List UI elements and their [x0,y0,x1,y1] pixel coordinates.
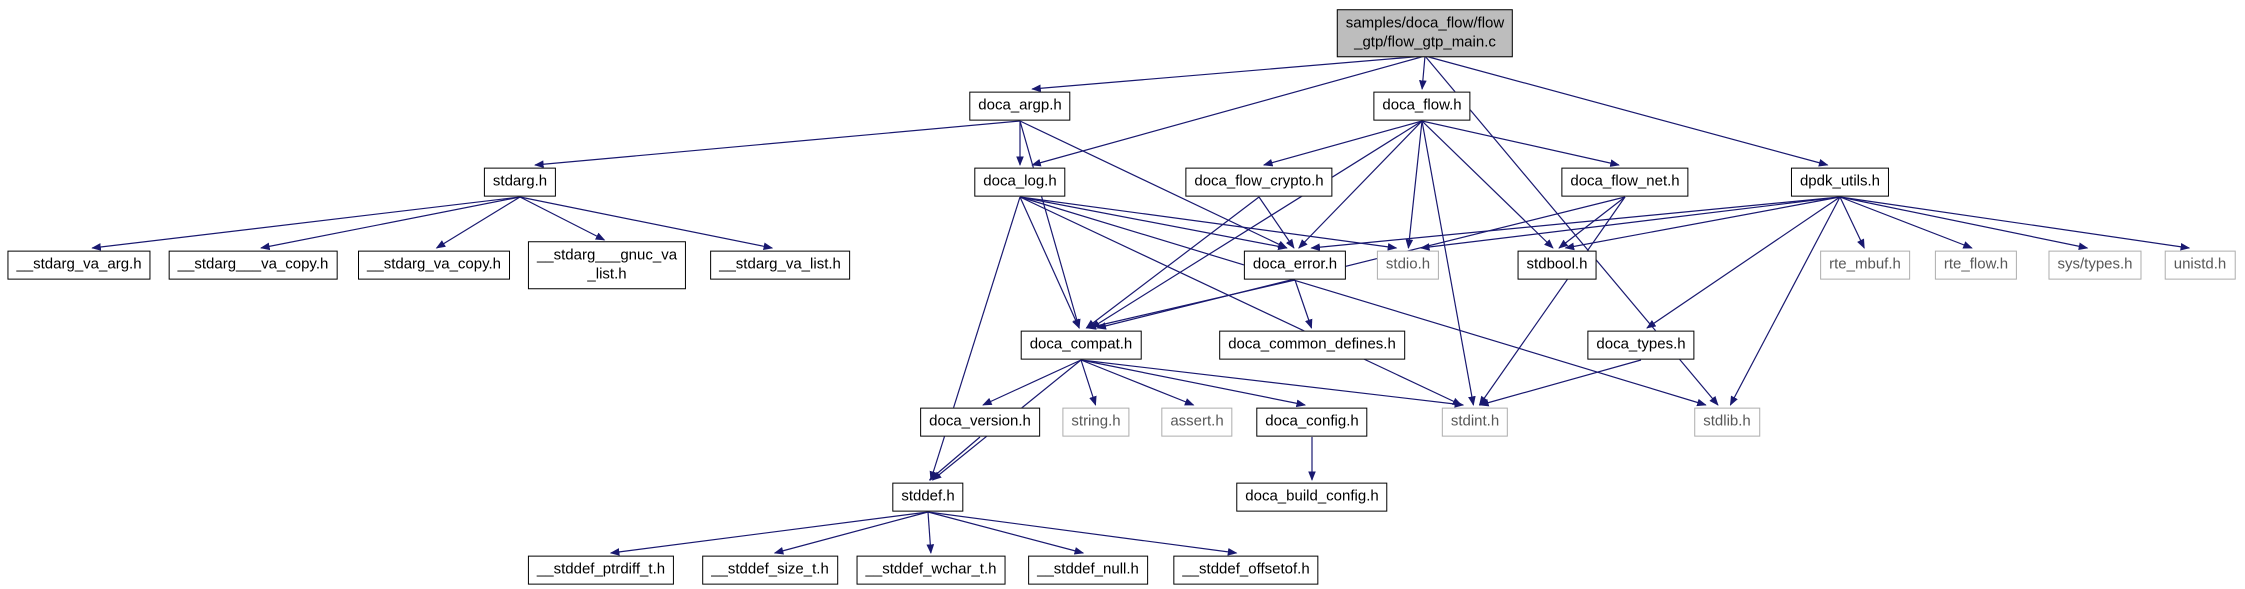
include-edge-doca_flow_crypto-to-doca_compat [1085,196,1260,329]
include-edge-doca_compat-to-assert [1080,359,1195,406]
include-edge-doca_error-to-doca_compat [1086,279,1296,330]
include-edge-doca_flow_net-to-stdint [1478,196,1626,406]
include-edge-doca_flow-to-stdio [1405,120,1423,249]
graph-node-doca-common-defines[interactable]: doca_common_defines.h [1219,330,1405,360]
include-edge-doca_argp-to-stdarg [534,120,1021,169]
include-edge-doca_compat-to-stdint [1080,359,1465,408]
include-edge-doca_log-to-stdio [1019,196,1398,251]
graph-node-rte-flow: rte_flow.h [1934,250,2018,280]
graph-node-stdarg[interactable]: stdarg.h [483,167,557,197]
graph-node-stddef-size[interactable]: __stddef_size_t.h [702,555,838,585]
graph-node-va-arg[interactable]: __stdarg_va_arg.h [7,250,151,280]
graph-node-doca-argp[interactable]: doca_argp.h [969,91,1071,121]
graph-node-va-list[interactable]: __stdarg_va_list.h [710,250,850,280]
include-edge-stdarg-to-va_copy_u [260,196,521,251]
include-edge-dpdk_utils-to-sys_types [1839,196,2089,251]
graph-node-doca-flow-net[interactable]: doca_flow_net.h [1561,167,1689,197]
graph-node-dpdk-utils[interactable]: dpdk_utils.h [1790,167,1890,197]
graph-node-unistd: unistd.h [2164,250,2236,280]
include-edge-dpdk_utils-to-stdlib [1729,196,1841,406]
include-edge-doca_flow-to-doca_error [1298,120,1423,249]
include-edge-dpdk_utils-to-unistd [1839,196,2191,251]
include-edge-main-to-doca_log [1031,55,1426,167]
include-edge-main-to-doca_flow [1419,55,1427,90]
include-edge-dpdk_utils-to-stdio [1420,196,1841,251]
include-edge-doca_log-to-stdlib [1019,196,1707,407]
include-edge-doca_flow_crypto-to-doca_error [1258,196,1295,249]
graph-node-doca-build-config[interactable]: doca_build_config.h [1236,482,1388,512]
graph-node-va-copy[interactable]: __stdarg_va_copy.h [358,250,510,280]
include-edge-doca_log-to-stdint [1019,196,1463,406]
include-edge-doca_log-to-stddef [929,196,1021,481]
include-edge-dpdk_utils-to-stdbool [1564,196,1841,251]
include-edge-doca_flow-to-doca_flow_crypto [1262,120,1423,167]
graph-node-stdint: stdint.h [1441,407,1509,437]
graph-node-stddef-ptrdiff[interactable]: __stddef_ptrdiff_t.h [527,555,675,585]
graph-node-doca-error[interactable]: doca_error.h [1243,250,1347,280]
graph-node-doca-version[interactable]: doca_version.h [920,407,1040,437]
graph-node-stdbool[interactable]: stdbool.h [1517,250,1597,280]
include-edge-doca_error-to-doca_common_defines [1294,279,1313,329]
graph-node-stddef-null[interactable]: __stddef_null.h [1028,555,1148,585]
graph-node-gnuc-va-list[interactable]: __stdarg___gnuc_va _list.h [527,241,687,289]
graph-node-doca-flow[interactable]: doca_flow.h [1373,91,1471,121]
graph-node-stdlib: stdlib.h [1694,407,1760,437]
graph-node-stddef[interactable]: stddef.h [892,482,964,512]
include-edge-stddef-to-stddef_null [927,511,1085,555]
include-edge-stddef-to-stddef_size [773,511,929,555]
include-edge-doca_log-to-doca_compat [1019,196,1080,329]
graph-node-sys-types: sys/types.h [2048,250,2142,280]
include-edge-main-to-dpdk_utils [1424,55,1829,167]
include-edge-doca_compat-to-doca_config [1080,359,1307,408]
graph-node-string: string.h [1062,407,1130,437]
include-edge-doca_log-to-doca_error [1019,196,1288,251]
graph-node-stddef-offsetof[interactable]: __stddef_offsetof.h [1173,555,1319,585]
include-edge-doca_flow-to-doca_flow_net [1421,120,1620,167]
graph-node-main: samples/doca_flow/flow _gtp/flow_gtp_mai… [1336,9,1514,57]
graph-node-doca-config[interactable]: doca_config.h [1256,407,1368,437]
include-edge-doca_types-to-stdint [1479,359,1642,407]
include-edge-doca_flow-to-doca_compat [1090,120,1423,329]
include-edge-doca_flow_net-to-doca_compat [1096,196,1626,330]
graph-node-va-copy-u[interactable]: __stdarg___va_copy.h [168,250,338,280]
include-edge-doca_version-to-stddef [928,436,981,481]
include-edge-doca_compat-to-doca_version [982,359,1082,406]
include-edge-dpdk_utils-to-rte_flow [1839,196,1973,249]
graph-node-doca-types[interactable]: doca_types.h [1587,330,1695,360]
include-edge-main-to-doca_argp [1031,55,1426,93]
include-edge-stdarg-to-va_list [519,196,774,251]
include-edge-doca_compat-to-string [1080,359,1097,406]
graph-node-stdio: stdio.h [1376,250,1440,280]
include-edge-doca_flow_net-to-stdbool [1558,196,1626,249]
include-edge-dpdk_utils-to-rte_mbuf [1839,196,1865,249]
include-edge-doca_argp-to-doca_compat [1019,120,1081,329]
graph-node-doca-flow-crypto[interactable]: doca_flow_crypto.h [1185,167,1333,197]
graph-node-rte-mbuf: rte_mbuf.h [1820,250,1910,280]
graph-node-doca-log[interactable]: doca_log.h [974,167,1066,197]
include-edge-stddef-to-stddef_offsetof [927,511,1238,556]
include-edge-stddef-to-stddef_wchar [926,511,935,554]
graph-node-stddef-wchar[interactable]: __stddef_wchar_t.h [856,555,1006,585]
include-edge-stdarg-to-va_copy [435,196,521,249]
include-edge-stddef-to-stddef_ptrdiff [609,511,929,556]
include-edge-doca_flow-to-stdint [1421,120,1476,406]
graph-node-doca-compat[interactable]: doca_compat.h [1020,330,1142,360]
include-edge-dpdk_utils-to-doca_error [1310,196,1841,251]
include-edge-dpdk_utils-to-doca_types [1646,196,1841,329]
include-edge-stdarg-to-va_arg [91,196,521,251]
include-edge-stdarg-to-gnuc_va_list [519,196,606,241]
graph-node-assert: assert.h [1161,407,1233,437]
